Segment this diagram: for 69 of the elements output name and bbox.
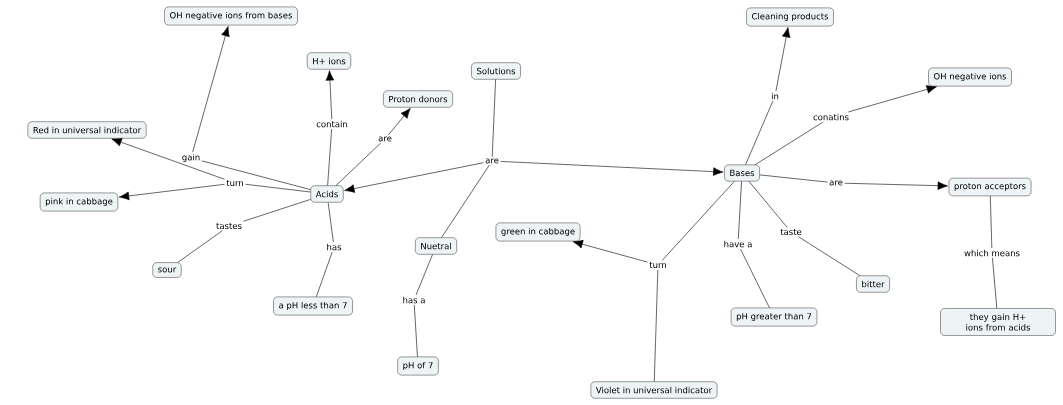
arrow <box>500 161 724 176</box>
connector-line <box>992 257 998 309</box>
arrow <box>192 26 230 153</box>
connector-line <box>990 195 993 249</box>
connector-line <box>201 160 311 190</box>
linking-phrase: has a <box>401 295 427 305</box>
linking-phrase: have a <box>722 239 754 249</box>
connector-line <box>327 202 334 243</box>
arrow <box>572 240 648 263</box>
connector-line <box>491 79 496 158</box>
connector-line <box>662 181 735 261</box>
concept-box: OH negative ions from bases <box>164 6 298 26</box>
concept-box: OH negative ions <box>928 67 1012 87</box>
connector-line <box>738 181 742 240</box>
connector-line <box>745 100 774 165</box>
linking-phrase: turn <box>224 178 246 188</box>
linking-phrase: are <box>376 135 394 143</box>
concept-box: Bases <box>724 164 760 182</box>
concept-box: Proton donors <box>383 90 453 108</box>
connector-line <box>441 164 490 238</box>
connector-line <box>798 236 860 276</box>
concept-box: H+ ions <box>307 52 351 70</box>
connector-line <box>755 121 824 165</box>
linking-phrase: contain <box>314 119 350 129</box>
connector-line <box>177 230 223 263</box>
concept-box: Nuetral <box>415 237 457 255</box>
linking-phrase: taste <box>778 227 804 237</box>
concept-box: proton acceptors <box>948 177 1032 197</box>
concept-box: pink in cabbage <box>39 192 119 212</box>
linking-phrase: has <box>325 242 343 252</box>
linking-phrase: are <box>827 179 845 187</box>
concept-box: Acids <box>310 185 344 203</box>
connector-line <box>748 181 788 228</box>
concept-box: pH greater than 7 <box>730 307 818 327</box>
connector-line <box>335 142 381 186</box>
connector-line <box>654 269 659 382</box>
concept-box: Violet in universal indicator <box>590 381 718 399</box>
concept-box: a pH less than 7 <box>273 296 353 316</box>
connector-line <box>415 254 433 296</box>
arrow <box>844 181 948 190</box>
connector-line <box>245 183 311 193</box>
connector-line <box>316 251 333 297</box>
concept-box: pH of 7 <box>397 356 439 376</box>
arrow <box>325 70 335 120</box>
arrow <box>118 183 225 201</box>
concept-box: Cleaning products <box>746 7 834 27</box>
connector-line <box>327 128 332 186</box>
concept-box: they gain H+ ions from acids <box>940 308 1056 336</box>
arrow <box>344 162 484 193</box>
concept-box: sour <box>152 262 182 278</box>
arrow <box>775 27 791 92</box>
linking-phrase: which means <box>962 248 1022 258</box>
arrow <box>388 108 411 136</box>
arrow <box>848 85 937 113</box>
linking-phrase: in <box>769 91 781 101</box>
concept-box: green in cabbage <box>495 222 581 242</box>
linking-phrase: turn <box>647 260 669 270</box>
concept-box: bitter <box>856 275 890 293</box>
concept-box: Solutions <box>471 62 521 80</box>
concept-box: Red in universal indicator <box>27 121 147 139</box>
connector-line <box>759 174 828 183</box>
connector-line <box>243 199 311 222</box>
arrow <box>111 138 225 180</box>
connector-line <box>740 248 770 308</box>
linking-phrase: gain <box>180 152 202 164</box>
linking-phrase: conatins <box>811 112 851 122</box>
connector-line <box>414 304 418 357</box>
linking-phrase: tastes <box>214 221 244 231</box>
linking-phrase: are <box>483 157 501 165</box>
